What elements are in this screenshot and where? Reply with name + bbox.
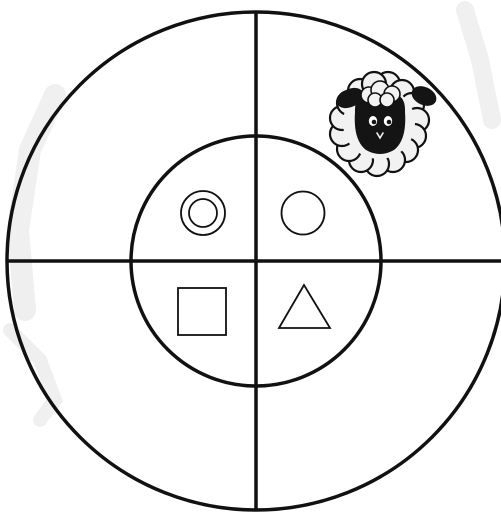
- sheep-token-icon[interactable]: [330, 72, 440, 176]
